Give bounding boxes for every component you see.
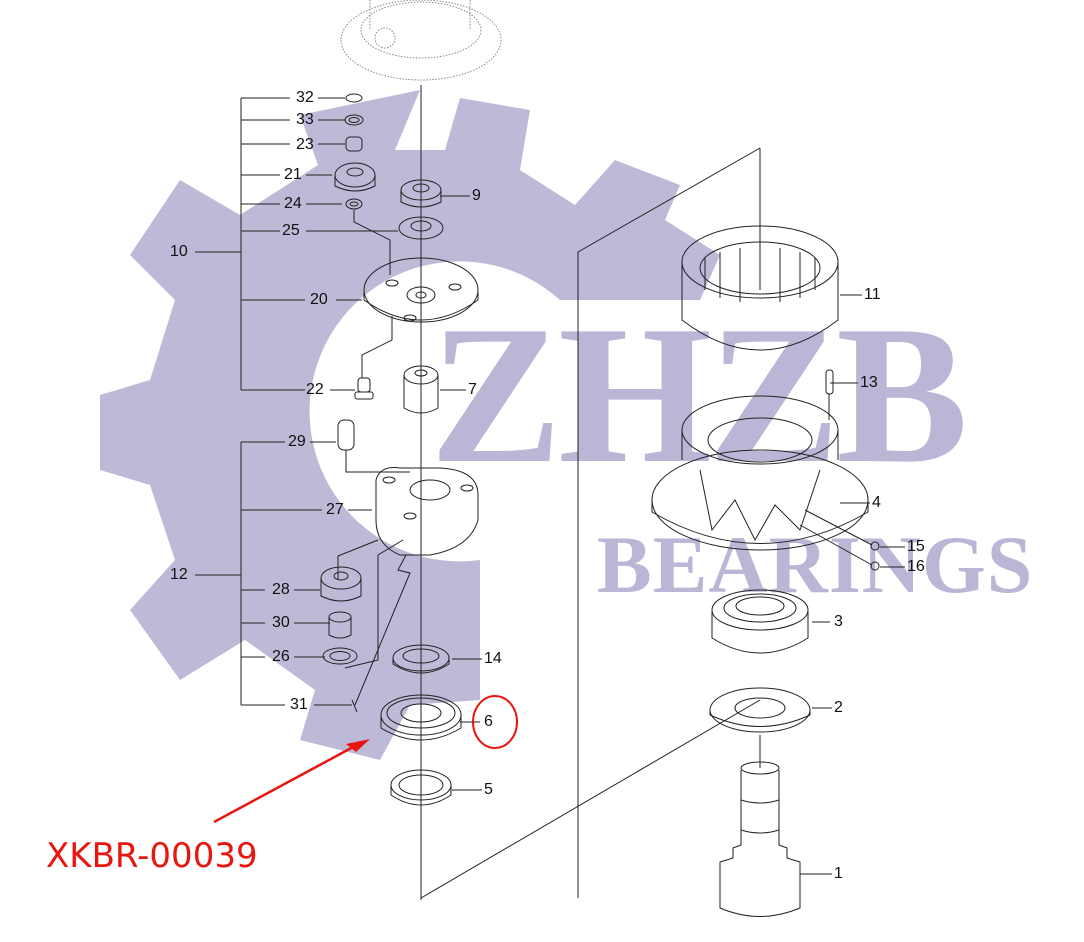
callout-27: 27: [326, 501, 344, 518]
pin-29-icon: [337, 419, 355, 451]
gear-9-icon: [400, 179, 442, 208]
callout-9: 9: [472, 187, 481, 204]
callout-29: 29: [288, 433, 306, 450]
callout-21: 21: [284, 166, 302, 183]
bearing-6-icon: [380, 694, 462, 741]
callout-28: 28: [272, 581, 290, 598]
callout-33: 33: [296, 111, 314, 128]
pin-31-icon: [351, 699, 358, 713]
highlight-circle-icon: [472, 695, 518, 749]
callout-13: 13: [860, 374, 878, 391]
callout-16: 16: [907, 558, 925, 575]
watermark-logo-text: ZHZB: [430, 285, 968, 504]
arrow-head-icon: [346, 739, 370, 752]
callout-25: 25: [282, 222, 300, 239]
callout-5: 5: [484, 781, 493, 798]
carrier-27-icon: [375, 467, 479, 556]
callout-32: 32: [296, 89, 314, 106]
callout-14: 14: [484, 650, 502, 667]
callout-26: 26: [272, 648, 290, 665]
callout-3: 3: [834, 613, 843, 630]
callout-20: 20: [310, 291, 328, 308]
watermark-sub-text: BEARINGS: [597, 519, 1034, 610]
motor-housing-icon: [340, 0, 502, 81]
part-code-annotation: XKBR-00039: [46, 836, 258, 876]
gear-7-icon: [403, 365, 439, 414]
housing-4-icon: [651, 395, 869, 551]
washer-2-icon: [709, 687, 811, 733]
callout-6: 6: [484, 713, 493, 730]
callout-4: 4: [872, 494, 881, 511]
callout-11: 11: [864, 286, 881, 303]
callout-15: 15: [907, 538, 925, 555]
callout-22: 22: [306, 381, 324, 398]
bearing-3-icon: [711, 589, 809, 654]
pinion-shaft-1-icon: [719, 761, 801, 917]
bushing-30-icon: [328, 611, 352, 639]
callout-10: 10: [170, 243, 188, 260]
ring-gear-11-icon: [681, 225, 839, 351]
callout-12: 12: [170, 566, 188, 583]
carrier-plate-20-icon: [363, 257, 479, 323]
ring-14-icon: [392, 644, 450, 674]
callout-1: 1: [834, 865, 843, 882]
callout-31: 31: [290, 696, 308, 713]
callout-2: 2: [834, 699, 843, 716]
callout-23: 23: [296, 136, 314, 153]
gear-21-icon: [334, 162, 376, 192]
callout-7: 7: [468, 381, 477, 398]
seal-5-icon: [390, 769, 452, 806]
washer-26-icon: [322, 647, 358, 665]
pin-22-icon: [354, 377, 374, 400]
gear-28-icon: [320, 566, 362, 602]
callout-24: 24: [284, 195, 302, 212]
callout-30: 30: [272, 614, 290, 631]
